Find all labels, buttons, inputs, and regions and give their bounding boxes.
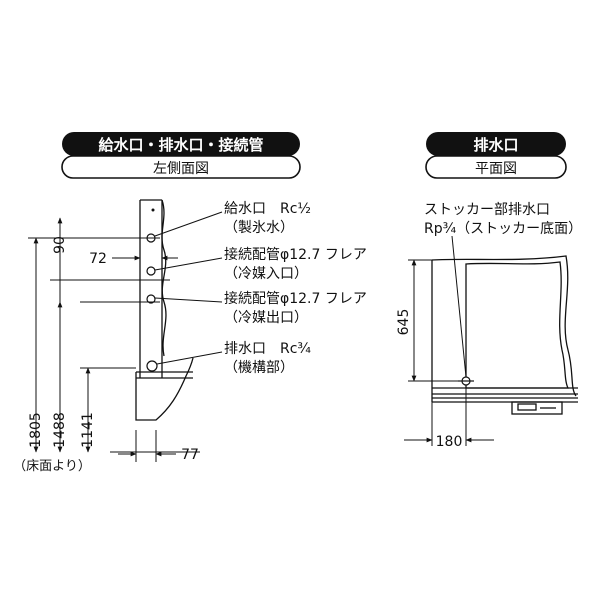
left-header-title: 給水口・排水口・接続管 bbox=[98, 136, 263, 154]
floor-note: （床面より） bbox=[13, 459, 91, 474]
left-header-title-bar bbox=[62, 132, 300, 156]
dim-1488: 1488 bbox=[52, 412, 68, 448]
callout-refrigerant-outlet-line2: （冷媒出口） bbox=[224, 310, 308, 326]
callout-water-supply-line2: （製氷水） bbox=[224, 220, 294, 236]
right-header-subtitle-box bbox=[425, 155, 567, 179]
left-header-subtitle-box bbox=[61, 155, 301, 179]
side-callouts: 給水口 Rc½ （製氷水） 接続配管φ12.7 フレア （冷媒入口） 接続配管φ… bbox=[224, 201, 367, 376]
left-header-subtitle: 左側面図 bbox=[153, 161, 209, 177]
stocker-drain-callout-line2: Rp¾（ストッカー底面） bbox=[424, 221, 582, 237]
stocker-drain-leader bbox=[451, 235, 467, 378]
dim-645: 645 bbox=[396, 309, 412, 336]
refrigerant-outlet-port-icon bbox=[146, 294, 156, 304]
callout-refrigerant-inlet-line1: 接続配管φ12.7 フレア bbox=[224, 246, 367, 263]
dim-180: 180 bbox=[436, 434, 463, 450]
right-header-title: 排水口 bbox=[473, 136, 518, 154]
right-header: 排水口 平面図 bbox=[425, 132, 567, 179]
dim-77: 77 bbox=[181, 447, 199, 463]
dim-1141: 1141 bbox=[80, 412, 96, 448]
right-header-subtitle: 平面図 bbox=[475, 161, 517, 177]
callout-refrigerant-outlet-line1: 接続配管φ12.7 フレア bbox=[224, 290, 367, 307]
callout-refrigerant-inlet-line2: （冷媒入口） bbox=[224, 266, 308, 282]
plan-view-drawing bbox=[431, 255, 578, 415]
refrigerant-inlet-port-icon bbox=[146, 266, 156, 276]
dim-1805: 1805 bbox=[28, 412, 44, 448]
dim-72: 72 bbox=[89, 251, 107, 267]
pipe-ports bbox=[146, 208, 158, 372]
stocker-drain-callout-line1: ストッカー部排水口 bbox=[424, 202, 550, 218]
callout-drain-line1: 排水口 Rc¾ bbox=[224, 341, 311, 357]
plan-dimension-lines bbox=[404, 259, 494, 446]
left-header: 給水口・排水口・接続管 左側面図 bbox=[61, 132, 301, 179]
dim-90: 90 bbox=[52, 236, 68, 254]
leader-lines bbox=[154, 211, 223, 365]
right-header-title-bar bbox=[426, 132, 566, 156]
callout-water-supply-line1: 給水口 Rc½ bbox=[224, 201, 311, 217]
side-dimension-lines bbox=[28, 217, 178, 462]
drain-port-icon bbox=[146, 360, 158, 372]
callout-drain-line2: （機構部） bbox=[224, 360, 294, 376]
